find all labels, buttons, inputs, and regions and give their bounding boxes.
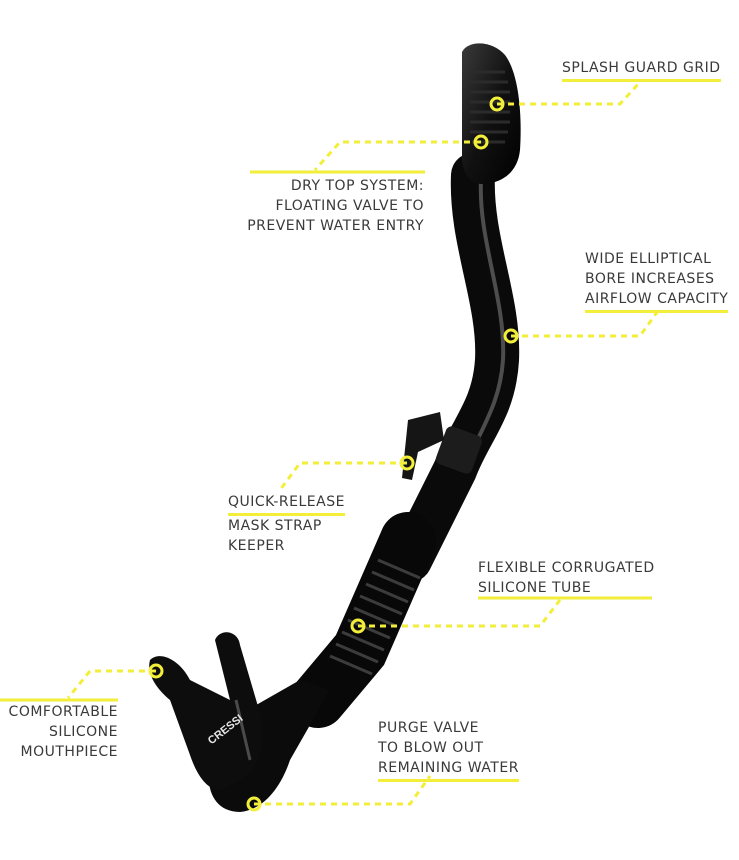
keeper-line-1: QUICK-RELEASE [228, 492, 345, 516]
purge-line-1: PURGE VALVE [378, 720, 480, 736]
keeper-line-3: KEEPER [228, 538, 285, 554]
callout-lines [66, 80, 662, 806]
corrugated-tube [290, 512, 436, 728]
label-splash-guard-grid: SPLASH GUARD GRID [562, 58, 721, 82]
purge-line-3: REMAINING WATER [378, 758, 519, 782]
mouthpiece-line-3: MOUTHPIECE [20, 744, 118, 760]
bore-line-3: AIRFLOW CAPACITY [585, 289, 729, 313]
snorkel-body: CRESSI [149, 43, 521, 812]
label-flexible-corrugated-tube: FLEXIBLE CORRUGATED SILICONE TUBE [478, 558, 655, 598]
label-wide-elliptical-bore: WIDE ELLIPTICAL BORE INCREASES AIRFLOW C… [585, 249, 729, 313]
label-quick-release-keeper: QUICK-RELEASE MASK STRAP KEEPER [228, 492, 345, 556]
tube-line-2: SILICONE TUBE [478, 580, 592, 596]
dry-top-line-3: PREVENT WATER ENTRY [247, 218, 424, 234]
tube-line-1: FLEXIBLE CORRUGATED [478, 560, 655, 576]
label-purge-valve: PURGE VALVE TO BLOW OUT REMAINING WATER [378, 718, 519, 782]
label-comfortable-mouthpiece: COMFORTABLE SILICONE MOUTHPIECE [0, 702, 118, 762]
mouthpiece-line-2: SILICONE [48, 724, 118, 740]
mouthpiece-line-1: COMFORTABLE [8, 704, 118, 720]
dry-top-line-1: DRY TOP SYSTEM: [290, 178, 424, 194]
bore-line-1: WIDE ELLIPTICAL [585, 251, 712, 267]
purge-line-2: TO BLOW OUT [378, 740, 484, 756]
dry-top-line-2: FLOATING VALVE TO [275, 198, 424, 214]
callout-dots [148, 96, 519, 812]
label-dry-top-system: DRY TOP SYSTEM: FLOATING VALVE TO PREVEN… [240, 176, 424, 236]
bore-line-2: BORE INCREASES [585, 271, 715, 287]
splash-guard-line-1: SPLASH GUARD GRID [562, 58, 721, 82]
keeper-line-2: MASK STRAP [228, 518, 322, 534]
